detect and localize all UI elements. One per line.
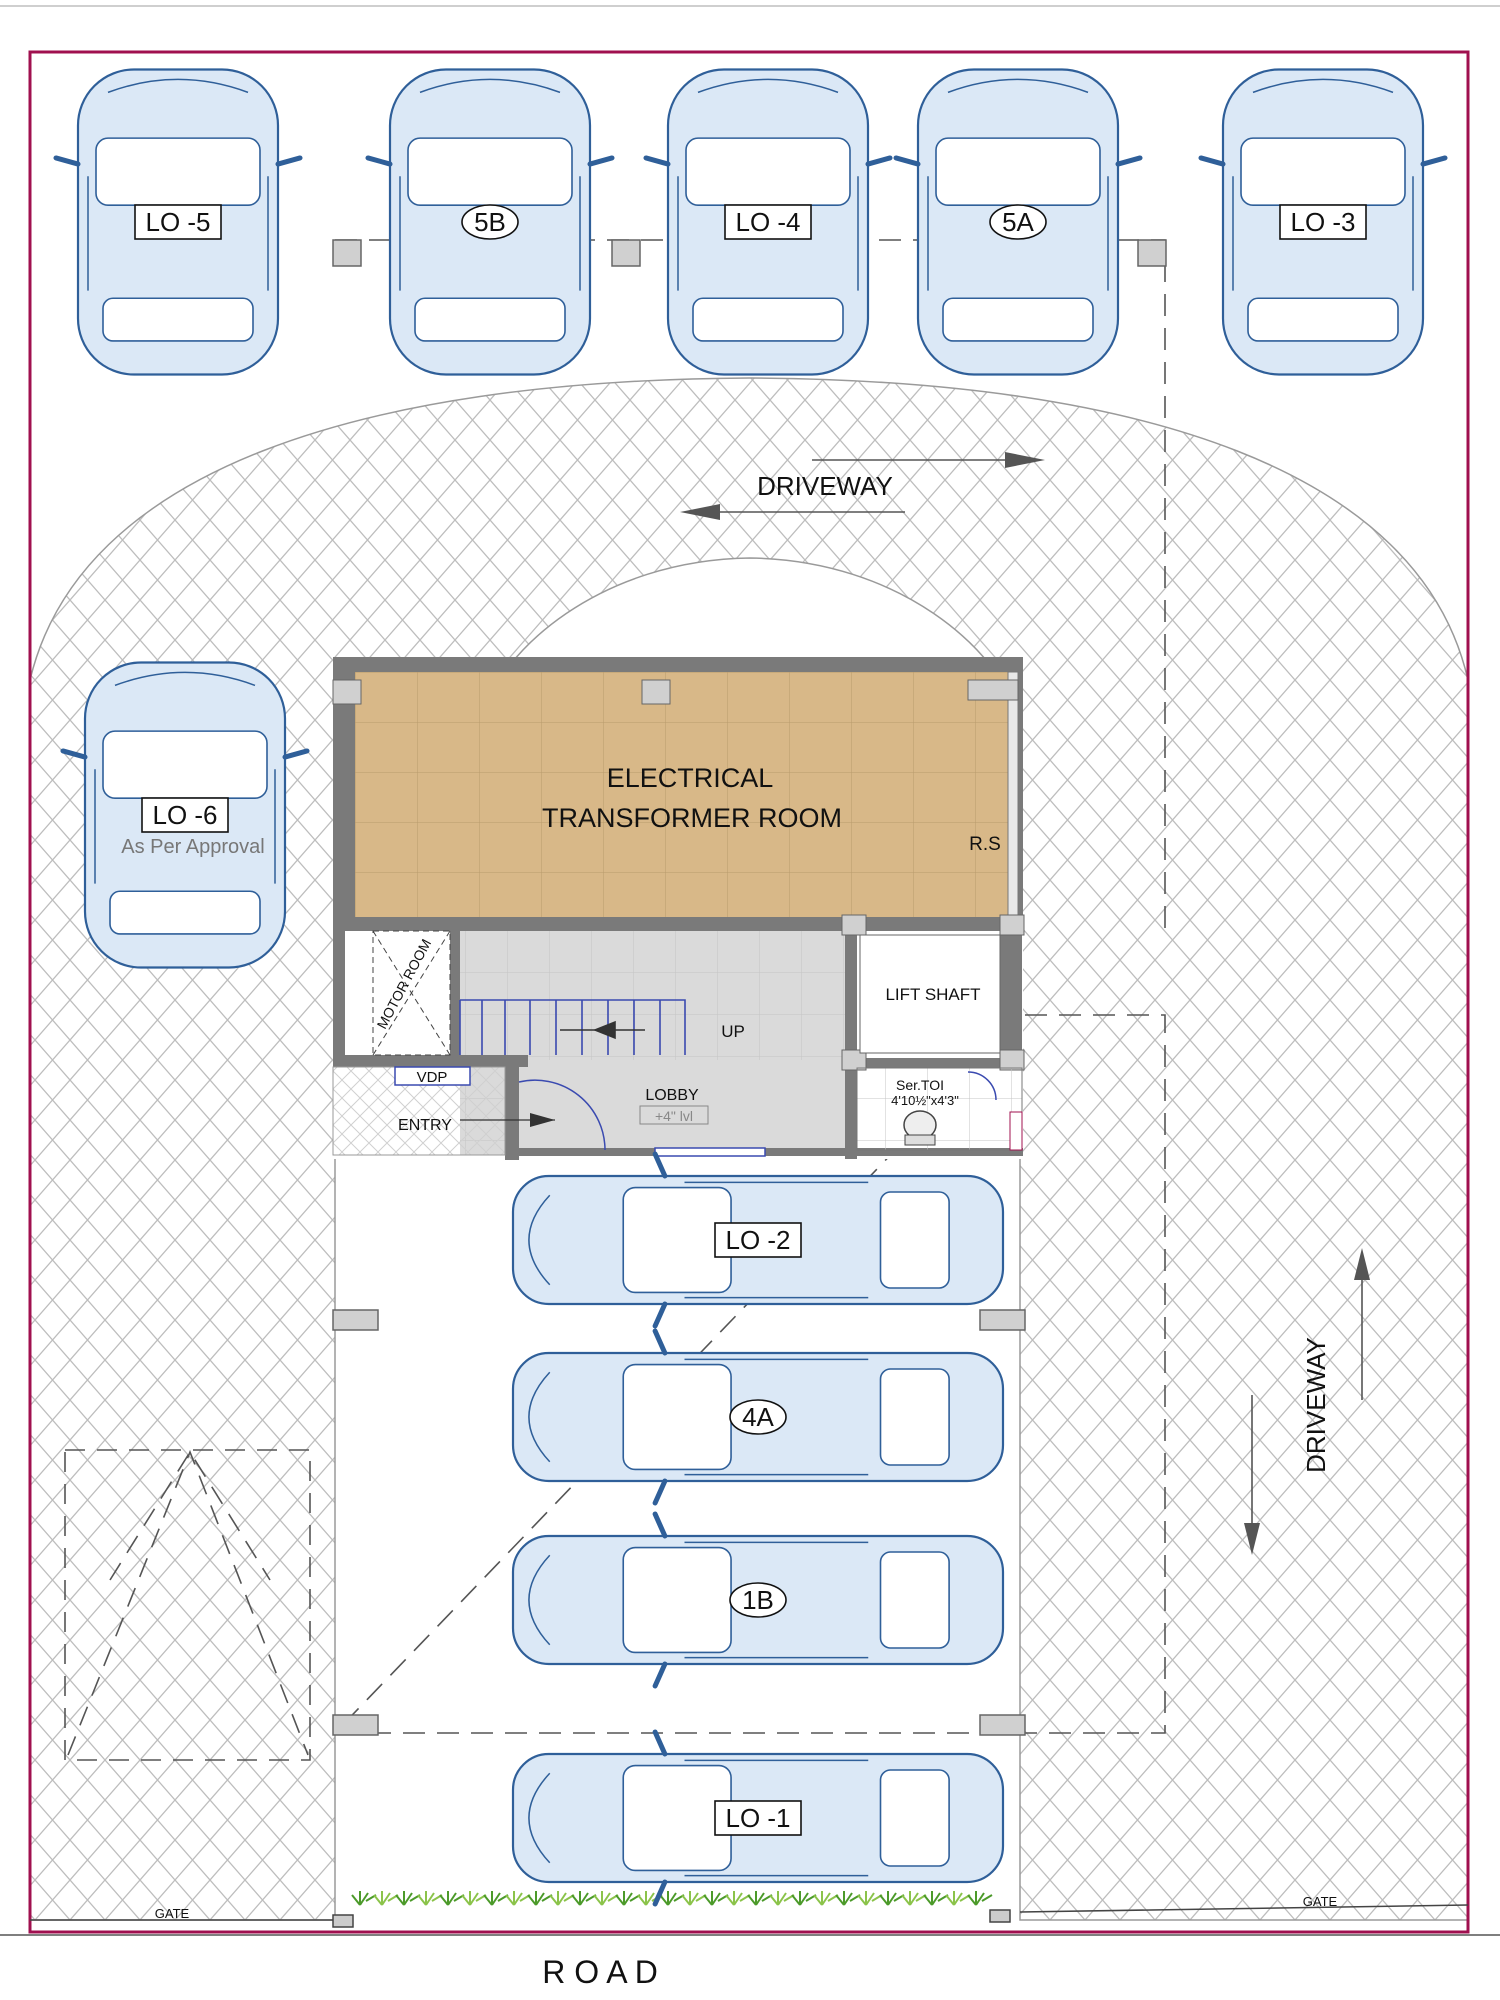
lot-label: 1B xyxy=(742,1585,774,1615)
road-label: R O A D xyxy=(542,1954,658,1990)
stair-up-label: UP xyxy=(721,1022,745,1041)
lot-label-badge xyxy=(461,204,519,240)
hedge-sprig xyxy=(703,1891,729,1906)
hedge-sprig xyxy=(395,1891,421,1906)
lot-label: LO -5 xyxy=(145,207,210,237)
entry-label: ENTRY xyxy=(398,1117,452,1134)
hedge-sprig xyxy=(527,1891,553,1906)
hedge-sprig xyxy=(439,1891,465,1906)
hedge-sprig xyxy=(373,1891,399,1906)
lot-label-box xyxy=(724,204,812,240)
staircase xyxy=(459,999,686,1055)
hedge-sprig xyxy=(615,1891,641,1906)
car-lot-10: LO -1 xyxy=(511,1729,1005,1907)
toilet-label: Ser.TOI xyxy=(896,1077,944,1093)
service-toilet: Ser.TOI 4'10½"x4'3" xyxy=(856,1067,1023,1151)
hedge-sprig xyxy=(417,1891,443,1906)
hedge-sprig xyxy=(571,1891,597,1906)
lot-label: LO -3 xyxy=(1290,207,1355,237)
car-lot-4: 5A xyxy=(893,68,1143,376)
structural-columns xyxy=(332,239,1167,1736)
hedge-sprig xyxy=(483,1891,509,1906)
lift-shaft: LIFT SHAFT xyxy=(859,934,1001,1054)
lot-label-box xyxy=(134,204,222,240)
hedge-sprig xyxy=(725,1891,751,1906)
rs-label: R.S xyxy=(969,834,1001,855)
car-lot-3: LO -4 xyxy=(643,68,893,376)
lot-label-box xyxy=(141,797,229,833)
transformer-room-title-line1: ELECTRICAL xyxy=(607,763,774,793)
hedge-sprig xyxy=(923,1891,949,1906)
lot-label: 4A xyxy=(742,1402,774,1432)
lot-label-box xyxy=(714,1222,802,1258)
hedge-sprig xyxy=(835,1891,861,1906)
lot-label: 5A xyxy=(1002,207,1034,237)
greenery-hedge xyxy=(351,1891,993,1906)
hedge-sprig xyxy=(593,1891,619,1906)
driveway-right-label: DRIVEWAY xyxy=(1301,1337,1331,1473)
transformer-room: ELECTRICAL TRANSFORMER ROOM R.S xyxy=(332,657,1023,919)
hedge-sprig xyxy=(659,1891,685,1906)
lot-label: LO -2 xyxy=(725,1225,790,1255)
hedge-sprig xyxy=(637,1891,663,1906)
toilet-size-label: 4'10½"x4'3" xyxy=(891,1093,959,1108)
driveway-top-label: DRIVEWAY xyxy=(757,471,893,501)
car-lot-1: LO -5 xyxy=(53,68,303,376)
gate-right-label: GATE xyxy=(1303,1894,1338,1909)
hedge-sprig xyxy=(747,1891,773,1906)
car-lot-2: 5B xyxy=(365,68,615,376)
hedge-sprig xyxy=(351,1891,377,1906)
lot-label: LO -4 xyxy=(735,207,800,237)
lot-label-badge xyxy=(729,1582,787,1618)
car-lot-6: LO -6 As Per Approval xyxy=(60,661,310,969)
hedge-sprig xyxy=(769,1891,795,1906)
lot-note: As Per Approval xyxy=(121,836,264,858)
lobby-level-label: +4" lvl xyxy=(655,1108,693,1124)
hedge-sprig xyxy=(549,1891,575,1906)
lot-label-box xyxy=(1279,204,1367,240)
hedge-sprig xyxy=(791,1891,817,1906)
vdp-label: VDP xyxy=(417,1069,448,1086)
lot-label: 5B xyxy=(474,207,506,237)
driveway-top-arrows xyxy=(680,452,1045,520)
car-lot-5: LO -3 xyxy=(1198,68,1448,376)
hedge-sprig xyxy=(461,1891,487,1906)
car-lot-7: LO -2 xyxy=(511,1151,1005,1329)
side-parking-outline xyxy=(64,1449,311,1761)
lot-label-badge xyxy=(989,204,1047,240)
hedge-sprig xyxy=(967,1891,993,1906)
hedge-sprig xyxy=(879,1891,905,1906)
car-lot-9: 1B xyxy=(511,1511,1005,1689)
lobby-label: LOBBY xyxy=(645,1087,699,1104)
car-lot-8: 4A xyxy=(511,1328,1005,1506)
hedge-sprig xyxy=(505,1891,531,1906)
gate-left-label: GATE xyxy=(155,1906,190,1921)
driveway-right-arrows xyxy=(1244,1248,1370,1555)
hedge-sprig xyxy=(813,1891,839,1906)
gate-markers xyxy=(30,1904,1469,1928)
transformer-room-title-line2: TRANSFORMER ROOM xyxy=(542,803,842,833)
hedge-sprig xyxy=(681,1891,707,1906)
paved-driveway-area xyxy=(29,377,1469,1921)
hedge-sprig xyxy=(857,1891,883,1906)
lot-label: LO -6 xyxy=(152,800,217,830)
entry-porch: VDP ENTRY xyxy=(332,1066,606,1156)
lot-label: LO -1 xyxy=(725,1803,790,1833)
plot-boundary xyxy=(28,50,1470,1934)
motor-room: MOTOR ROOM xyxy=(372,930,451,1056)
hedge-sprig xyxy=(945,1891,971,1906)
lift-shaft-label: LIFT SHAFT xyxy=(885,985,980,1004)
hedge-sprig xyxy=(901,1891,927,1906)
lot-label-badge xyxy=(729,1399,787,1435)
lot-label-box xyxy=(714,1800,802,1836)
